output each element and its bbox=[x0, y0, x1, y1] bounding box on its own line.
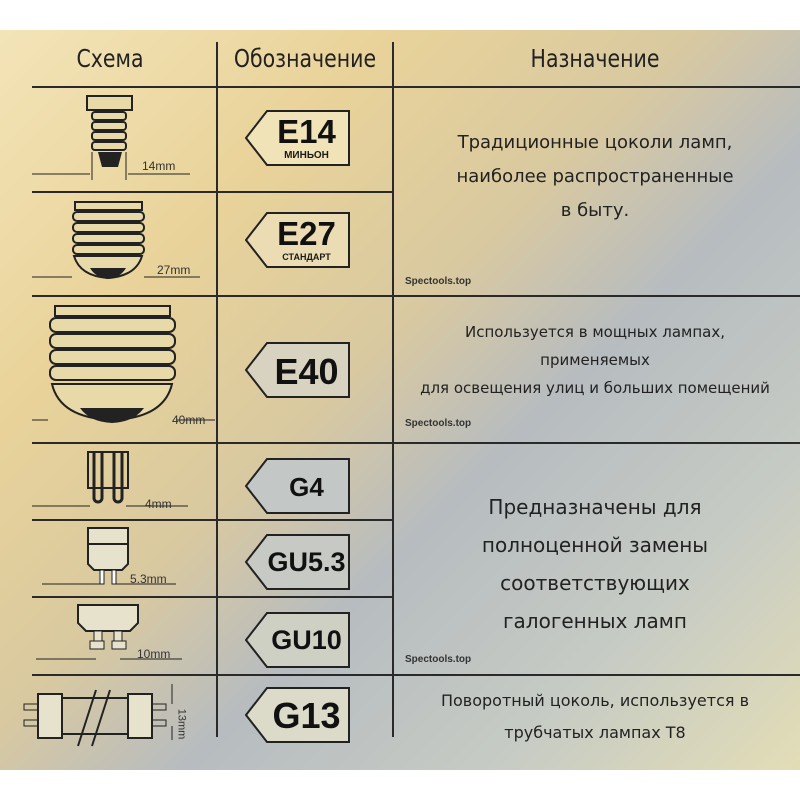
divider bbox=[32, 519, 394, 521]
divider bbox=[32, 295, 800, 297]
header-purpose: Назначение bbox=[530, 44, 660, 73]
tag-gu53: GU5.3 bbox=[245, 534, 350, 590]
tag-e14: E14 МИНЬОН bbox=[245, 110, 350, 166]
e27-base-icon bbox=[32, 201, 200, 280]
lamp-base-table: Схема Обозначение Назначение 14mm 27mm 4… bbox=[0, 30, 800, 770]
divider bbox=[216, 42, 218, 737]
watermark: Spectools.top bbox=[405, 276, 472, 287]
watermark: Spectools.top bbox=[405, 654, 472, 665]
divider bbox=[32, 442, 800, 444]
dimension-label: 5.3mm bbox=[130, 572, 167, 586]
g13-base-icon bbox=[23, 684, 173, 747]
gu53-base-icon bbox=[42, 527, 176, 585]
dimension-label: 13mm bbox=[175, 708, 188, 740]
tag-e40: E40 bbox=[245, 342, 350, 398]
header-scheme: Схема bbox=[76, 44, 144, 73]
description-e14-e27: Традиционные цоколи ламп,наиболее распро… bbox=[456, 132, 734, 221]
dimension-label: 10mm bbox=[137, 647, 171, 661]
e40-base-icon bbox=[32, 305, 215, 423]
tag-g13: G13 bbox=[245, 687, 350, 743]
g4-base-icon bbox=[32, 451, 188, 507]
divider bbox=[32, 596, 394, 598]
gu10-base-icon bbox=[36, 604, 182, 660]
description-e40: Используется в мощных лампах,применяемых… bbox=[420, 323, 770, 397]
header-designation: Обозначение bbox=[233, 44, 377, 73]
tag-e27: E27 СТАНДАРТ bbox=[245, 212, 350, 268]
dimension-label: 14mm bbox=[142, 159, 176, 173]
watermark: Spectools.top bbox=[405, 418, 472, 429]
divider bbox=[32, 191, 394, 193]
tag-gu10: GU10 bbox=[245, 612, 350, 668]
e14-base-icon bbox=[32, 95, 190, 180]
dimension-label: 40mm bbox=[172, 413, 206, 427]
divider bbox=[392, 42, 394, 737]
divider bbox=[32, 674, 800, 676]
dimension-label: 27mm bbox=[157, 263, 191, 277]
tag-g4: G4 bbox=[245, 458, 350, 514]
dimension-label: 4mm bbox=[145, 497, 172, 511]
divider bbox=[32, 86, 800, 88]
